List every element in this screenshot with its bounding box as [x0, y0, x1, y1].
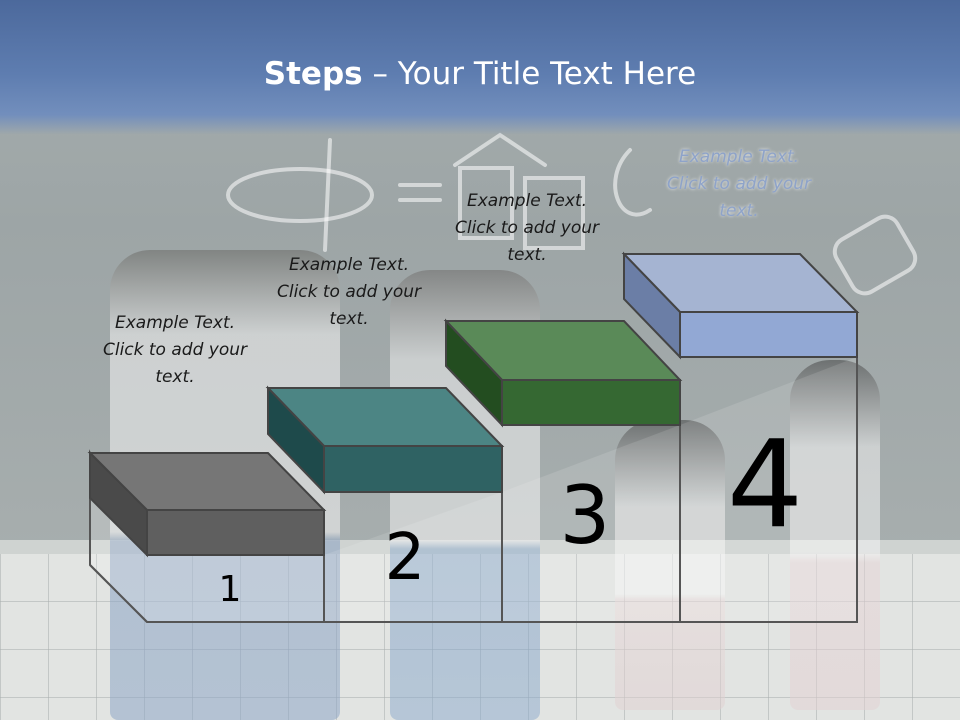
child-figure-2	[790, 360, 880, 710]
step-3-front	[501, 379, 681, 426]
frame-4	[679, 357, 858, 623]
step-2-front	[323, 445, 503, 493]
step-number-4: 4	[726, 416, 804, 555]
title-band	[0, 0, 960, 135]
title-rest: – Your Title Text Here	[362, 56, 697, 92]
step-block-1	[87, 450, 327, 558]
slide-title[interactable]: Steps – Your Title Text Here	[0, 56, 960, 92]
step-block-3	[443, 318, 683, 428]
step-1-front	[146, 509, 325, 556]
step-block-4	[621, 251, 860, 360]
step-number-3: 3	[559, 469, 611, 562]
step-caption-3[interactable]: Example Text. Click to add your text.	[454, 191, 599, 265]
step-caption-1[interactable]: Example Text. Click to add your text.	[102, 313, 247, 387]
title-bold: Steps	[263, 56, 363, 92]
step-4-front	[679, 311, 858, 358]
step-block-2	[265, 385, 505, 495]
step-caption-4[interactable]: Example Text. Click to add your text.	[666, 147, 811, 221]
child-figure	[615, 420, 725, 710]
step-number-2: 2	[384, 521, 426, 595]
step-number-1: 1	[218, 569, 242, 610]
step-caption-2[interactable]: Example Text. Click to add your text.	[276, 255, 421, 329]
